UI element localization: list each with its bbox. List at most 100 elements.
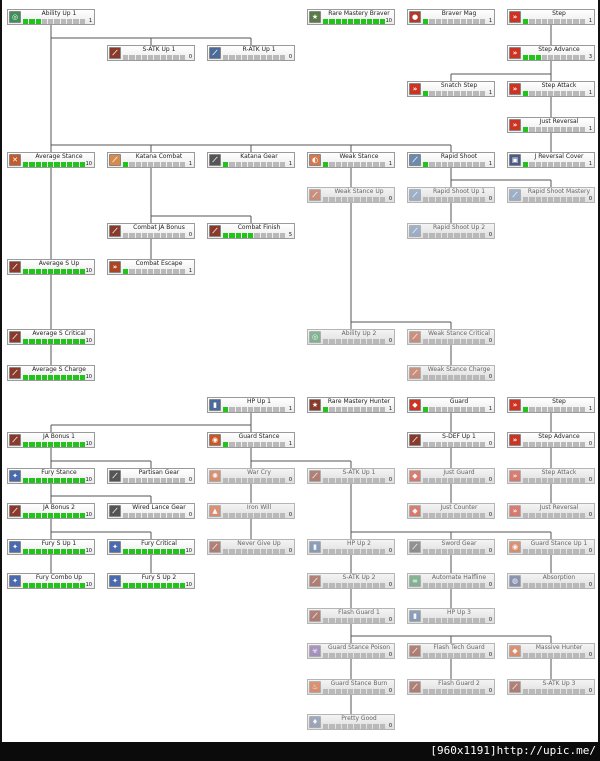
icon-glyph: ◉ bbox=[211, 436, 219, 444]
level-segment bbox=[579, 91, 585, 96]
level-segment bbox=[473, 689, 479, 694]
skill-level: 10 bbox=[85, 582, 92, 588]
poison-icon: ☣ bbox=[309, 645, 321, 657]
level-segment bbox=[373, 478, 379, 483]
level-segment bbox=[423, 442, 429, 447]
level-segment bbox=[448, 618, 454, 623]
level-segment bbox=[367, 618, 373, 623]
level-segment bbox=[435, 162, 441, 167]
level-segment bbox=[329, 407, 335, 412]
level-segment bbox=[467, 233, 473, 238]
hp-icon: ▮ bbox=[409, 610, 421, 622]
level-segment bbox=[460, 442, 467, 447]
level-segment bbox=[448, 233, 454, 238]
level-segment bbox=[23, 19, 29, 24]
level-segment bbox=[529, 91, 535, 96]
skill-level-bar bbox=[23, 442, 85, 447]
level-segment bbox=[167, 583, 173, 588]
level-segment bbox=[267, 233, 273, 238]
ring-icon: ◎ bbox=[309, 331, 321, 343]
level-segment bbox=[479, 162, 485, 167]
level-segment bbox=[479, 339, 485, 344]
level-segment bbox=[467, 407, 473, 412]
level-segment bbox=[323, 618, 329, 623]
skill-level-bar bbox=[123, 513, 185, 518]
level-segment bbox=[535, 197, 541, 202]
skill-level: 3 bbox=[588, 54, 592, 60]
level-segment bbox=[435, 478, 441, 483]
skill-level: 1 bbox=[488, 90, 492, 96]
fury-icon: ✦ bbox=[109, 541, 121, 553]
level-segment bbox=[67, 19, 73, 24]
